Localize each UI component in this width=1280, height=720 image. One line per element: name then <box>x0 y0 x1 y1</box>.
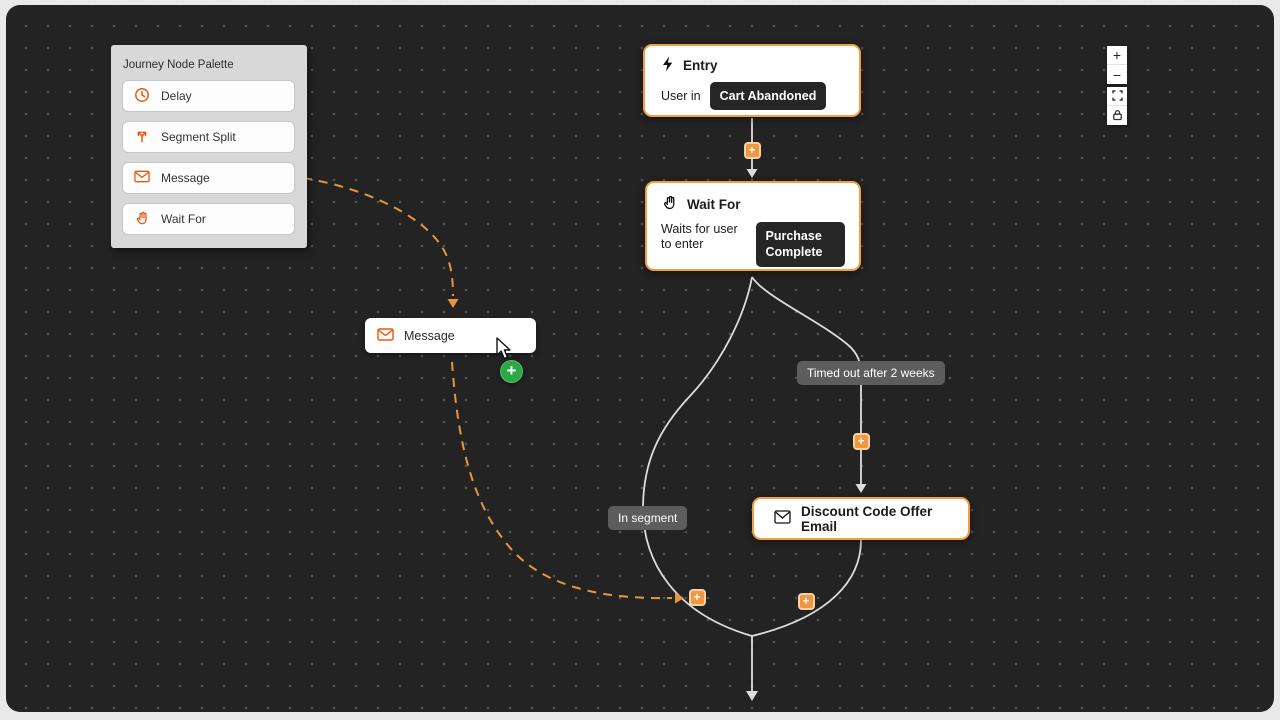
palette-item-delay[interactable]: Delay <box>122 80 295 112</box>
fit-view-icon <box>1111 88 1123 104</box>
node-discount-email[interactable]: Discount Code Offer Email <box>752 497 970 540</box>
palette-item-label: Message <box>161 171 210 185</box>
mail-icon <box>134 170 150 186</box>
node-dragged-title: Message <box>404 328 455 343</box>
palette-item-segment-split[interactable]: Segment Split <box>122 121 295 153</box>
lightning-icon <box>661 56 674 75</box>
clock-icon <box>134 87 150 106</box>
palette-title: Journey Node Palette <box>123 59 234 71</box>
palette-item-message[interactable]: Message <box>122 162 295 194</box>
node-entry[interactable]: Entry User in Cart Abandoned <box>643 44 861 117</box>
palette-item-label: Segment Split <box>161 130 236 144</box>
split-icon <box>134 128 150 147</box>
lock-icon <box>1112 108 1123 124</box>
journey-node-palette: Journey Node Palette Delay Segment Split <box>111 45 307 248</box>
add-node-badge-segment-edge[interactable]: + <box>688 588 706 606</box>
hand-icon <box>661 194 678 214</box>
node-wait-title: Wait For <box>687 196 741 212</box>
node-entry-prefix: User in <box>661 89 701 104</box>
node-wait-for[interactable]: Wait For Waits for user to enter Purchas… <box>645 181 861 271</box>
lock-button[interactable] <box>1107 106 1127 125</box>
add-node-badge-entry-edge[interactable]: + <box>743 141 761 159</box>
mouse-cursor-icon <box>496 337 511 360</box>
fit-view-button[interactable] <box>1107 87 1127 106</box>
add-node-badge-timeout-edge[interactable]: + <box>852 432 870 450</box>
hand-icon <box>134 210 150 229</box>
node-wait-description: Waits for user to enter <box>661 222 738 252</box>
palette-item-wait-for[interactable]: Wait For <box>122 203 295 235</box>
mail-icon <box>377 327 394 344</box>
edge-label-timeout: Timed out after 2 weeks <box>797 361 945 385</box>
canvas-controls: + − <box>1107 46 1127 125</box>
node-entry-segment-badge: Cart Abandoned <box>709 82 827 111</box>
zoom-out-button[interactable]: − <box>1107 65 1127 84</box>
drop-add-indicator: + <box>500 360 523 383</box>
palette-item-label: Wait For <box>161 212 206 226</box>
node-entry-title: Entry <box>683 58 718 73</box>
palette-item-label: Delay <box>161 89 192 103</box>
edge-label-in-segment: In segment <box>608 506 688 530</box>
mail-icon <box>774 510 791 527</box>
zoom-in-button[interactable]: + <box>1107 46 1127 65</box>
node-email-title: Discount Code Offer Email <box>801 503 933 534</box>
add-node-badge-email-edge[interactable]: + <box>797 592 815 610</box>
node-wait-event-badge: Purchase Complete <box>756 222 845 267</box>
